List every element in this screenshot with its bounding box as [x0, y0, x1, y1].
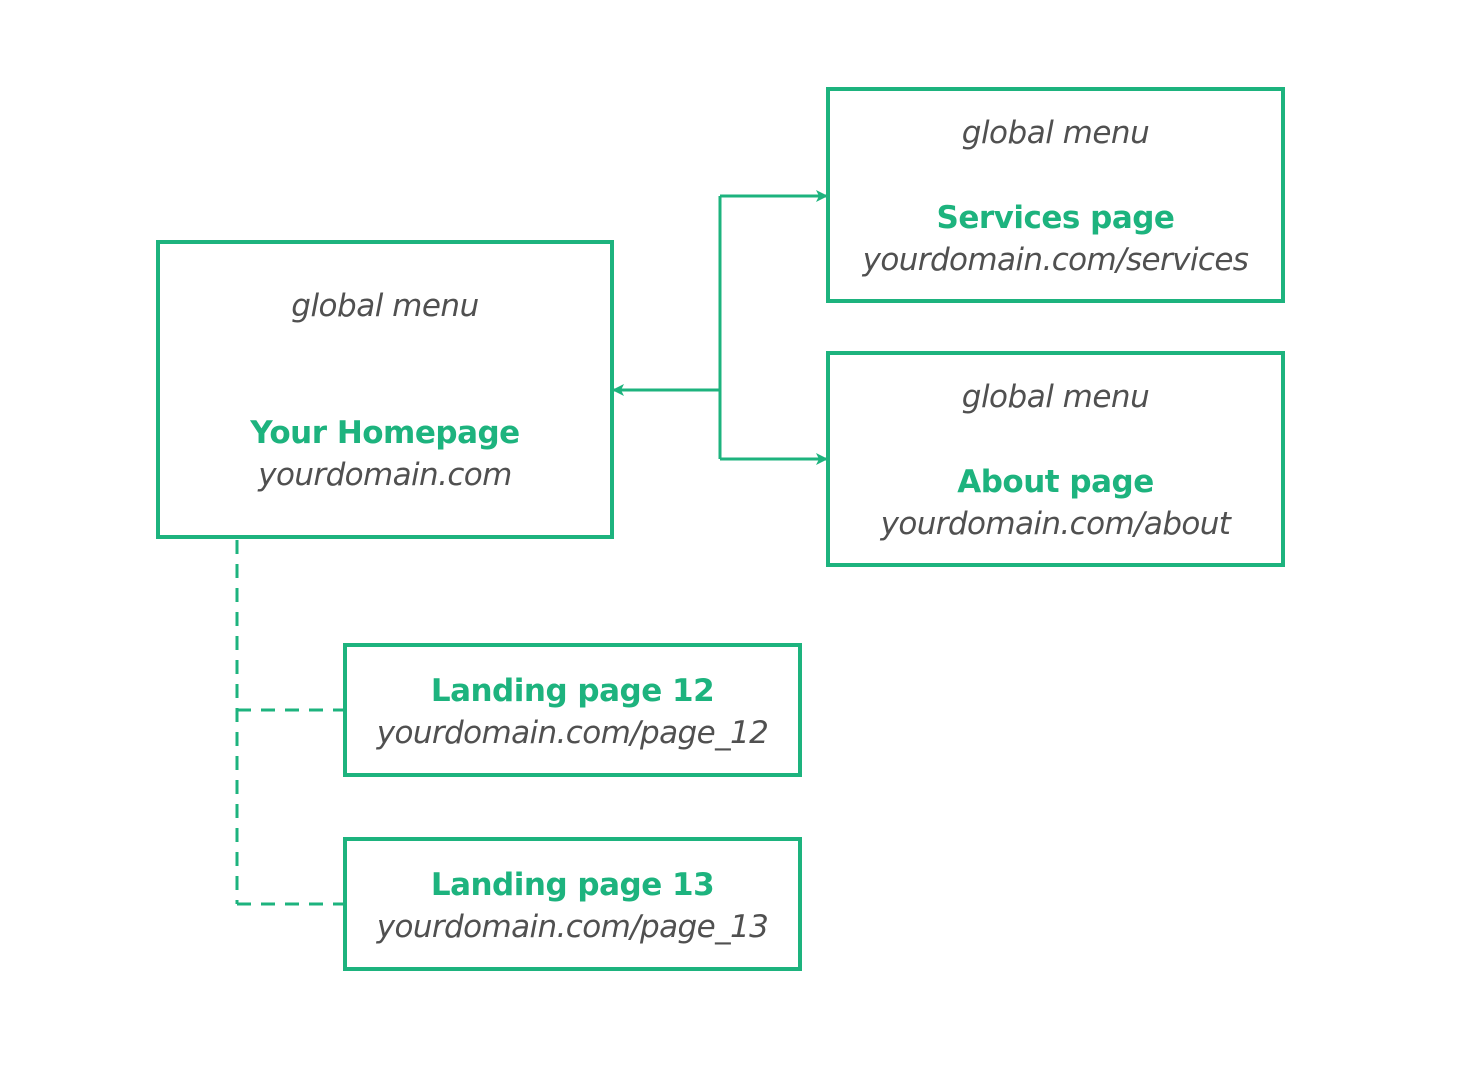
- landing-page-13-title: Landing page 13: [430, 867, 715, 903]
- services-page-box: global menu Services page yourdomain.com…: [826, 87, 1285, 303]
- homepage-url: yourdomain.com: [258, 457, 512, 493]
- services-page-title: Services page: [936, 200, 1175, 236]
- global-menu-label: global menu: [961, 379, 1150, 415]
- landing-page-13-url: yourdomain.com/page_13: [376, 909, 769, 945]
- about-page-title: About page: [957, 464, 1154, 500]
- landing-page-12-box: Landing page 12 yourdomain.com/page_12: [343, 643, 802, 777]
- about-page-url: yourdomain.com/about: [880, 506, 1231, 542]
- global-menu-label: global menu: [961, 115, 1150, 151]
- homepage-box: global menu Your Homepage yourdomain.com: [156, 240, 614, 539]
- landing-page-12-title: Landing page 12: [430, 673, 715, 709]
- homepage-title: Your Homepage: [250, 415, 520, 451]
- about-page-box: global menu About page yourdomain.com/ab…: [826, 351, 1285, 567]
- landing-page-13-box: Landing page 13 yourdomain.com/page_13: [343, 837, 802, 971]
- global-menu-label: global menu: [291, 288, 479, 324]
- landing-page-12-url: yourdomain.com/page_12: [376, 715, 769, 751]
- services-page-url: yourdomain.com/services: [862, 242, 1249, 278]
